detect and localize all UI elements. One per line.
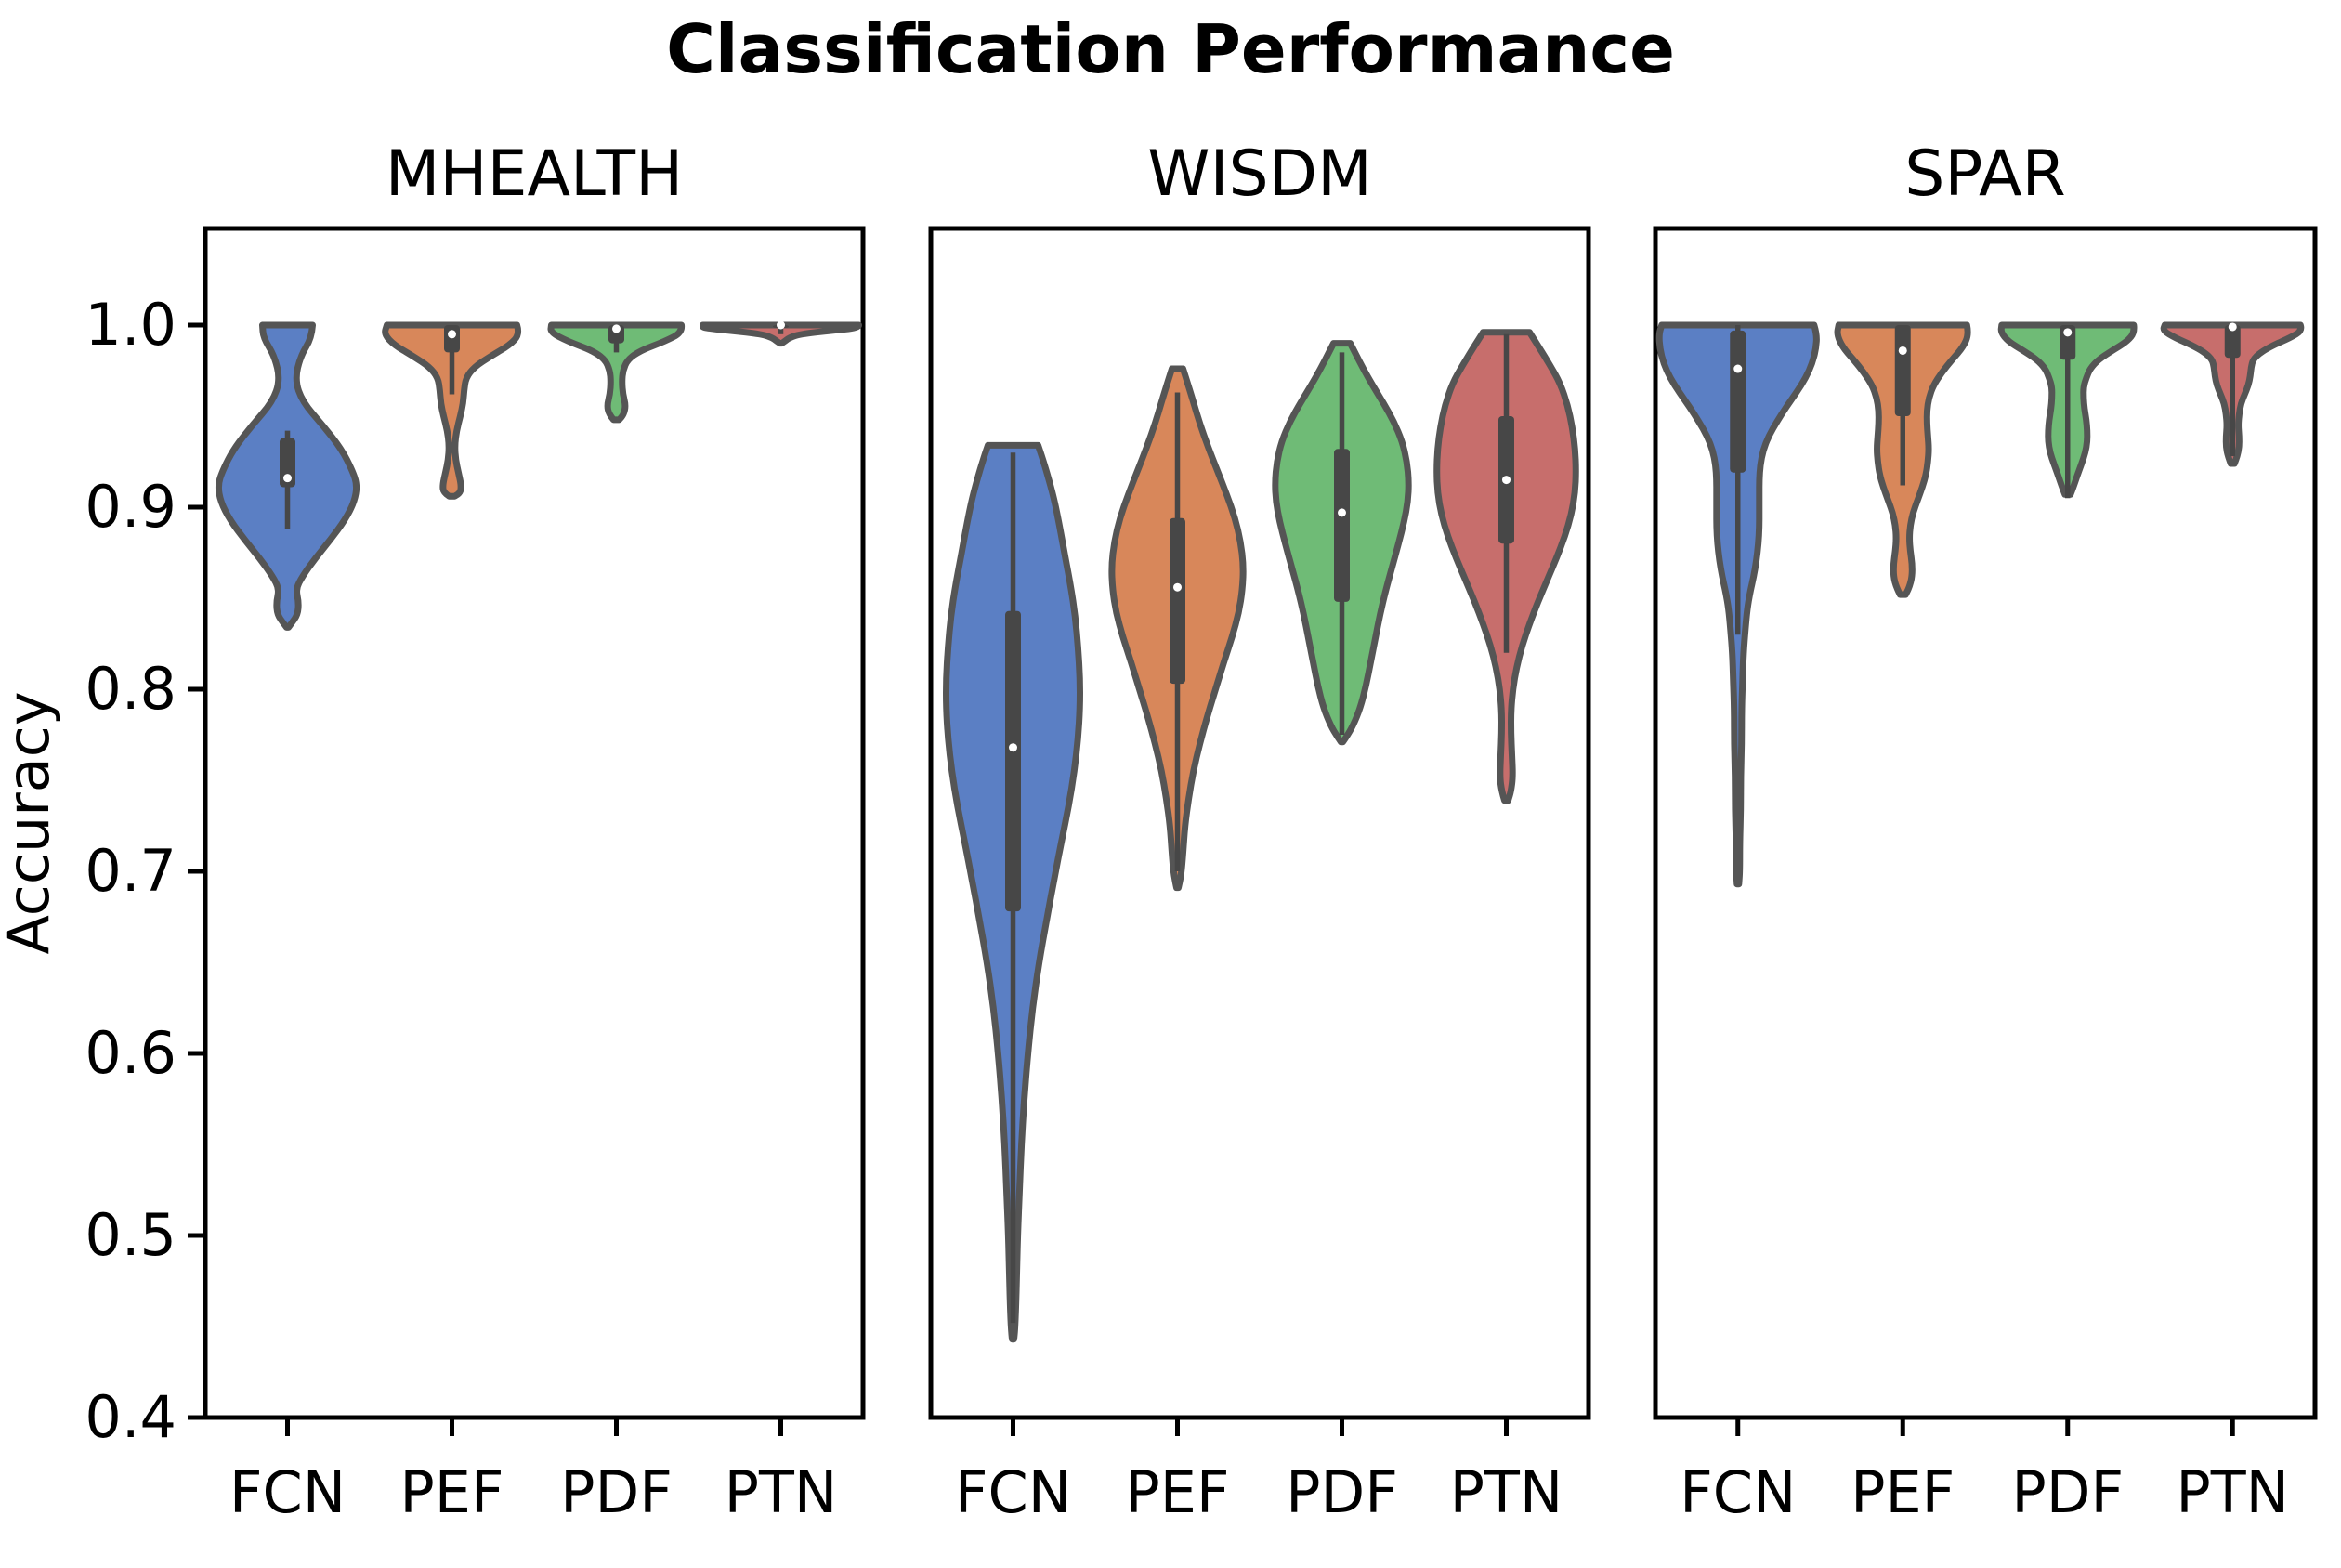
panel-frame-spar — [1653, 226, 2318, 1420]
y-tick-label-0.7: 0.7 — [85, 837, 177, 905]
iqr-box-mhealth-pef — [444, 325, 460, 353]
y-tick-label-1.0: 1.0 — [85, 291, 177, 359]
median-dot-wisdm-pdf — [1338, 508, 1346, 517]
x-tick-label-spar-pdf: PDF — [2011, 1458, 2124, 1526]
x-tick-label-spar-fcn: FCN — [1680, 1458, 1796, 1526]
iqr-box-mhealth-fcn — [280, 438, 295, 488]
median-dot-wisdm-fcn — [1009, 743, 1017, 752]
y-tick-label-0.5: 0.5 — [85, 1201, 177, 1269]
median-dot-spar-ptn — [2228, 322, 2237, 332]
x-tick-label-spar-pef: PEF — [1851, 1458, 1955, 1526]
panel-title-spar: SPAR — [1904, 137, 2066, 211]
median-dot-spar-fcn — [1733, 364, 1743, 373]
iqr-box-spar-pef — [1894, 325, 1911, 416]
y-tick-label-0.9: 0.9 — [85, 473, 177, 541]
median-dot-spar-pef — [1898, 346, 1907, 355]
iqr-box-spar-ptn — [2224, 325, 2241, 359]
median-dot-wisdm-pef — [1173, 582, 1182, 592]
y-tick-label-0.8: 0.8 — [85, 655, 177, 723]
panel-frame-mhealth — [203, 226, 866, 1420]
iqr-box-wisdm-pef — [1170, 517, 1185, 685]
y-tick-label-0.6: 0.6 — [85, 1019, 177, 1087]
x-tick-label-wisdm-pdf: PDF — [1286, 1458, 1398, 1526]
x-tick-label-wisdm-pef: PEF — [1125, 1458, 1229, 1526]
x-tick-label-mhealth-pdf: PDF — [560, 1458, 673, 1526]
iqr-box-wisdm-fcn — [1005, 610, 1021, 912]
median-dot-mhealth-pdf — [612, 324, 621, 333]
x-tick-label-mhealth-fcn: FCN — [229, 1458, 346, 1526]
x-tick-label-spar-ptn: PTN — [2176, 1458, 2289, 1526]
violin-mhealth-pdf — [547, 321, 686, 424]
iqr-box-wisdm-pdf — [1334, 449, 1350, 602]
median-dot-mhealth-ptn — [777, 320, 785, 330]
median-dot-mhealth-fcn — [283, 474, 292, 483]
x-tick-label-wisdm-ptn: PTN — [1450, 1458, 1563, 1526]
x-tick-label-mhealth-pef: PEF — [399, 1458, 504, 1526]
panels-group: MHEALTH FCN PEF PDF PTN WISDM FCN PEF PDF PTN SPAR… — [85, 137, 2318, 1526]
panel-title-wisdm: WISDM — [1147, 137, 1372, 211]
y-axis-label: Accuracy — [0, 691, 62, 954]
chart-title: Classification Performance — [666, 10, 1675, 88]
violin-mhealth-pef — [382, 321, 522, 500]
median-dot-spar-pdf — [2063, 328, 2073, 337]
panel-frame-wisdm — [928, 226, 1591, 1420]
y-tick-label-0.4: 0.4 — [85, 1383, 177, 1451]
x-tick-label-wisdm-fcn: FCN — [955, 1458, 1071, 1526]
panel-title-mhealth: MHEALTH — [386, 137, 683, 211]
iqr-box-spar-fcn — [1730, 330, 1746, 473]
median-dot-wisdm-ptn — [1502, 476, 1511, 485]
x-tick-label-mhealth-ptn: PTN — [725, 1458, 838, 1526]
median-dot-mhealth-pef — [448, 330, 456, 339]
